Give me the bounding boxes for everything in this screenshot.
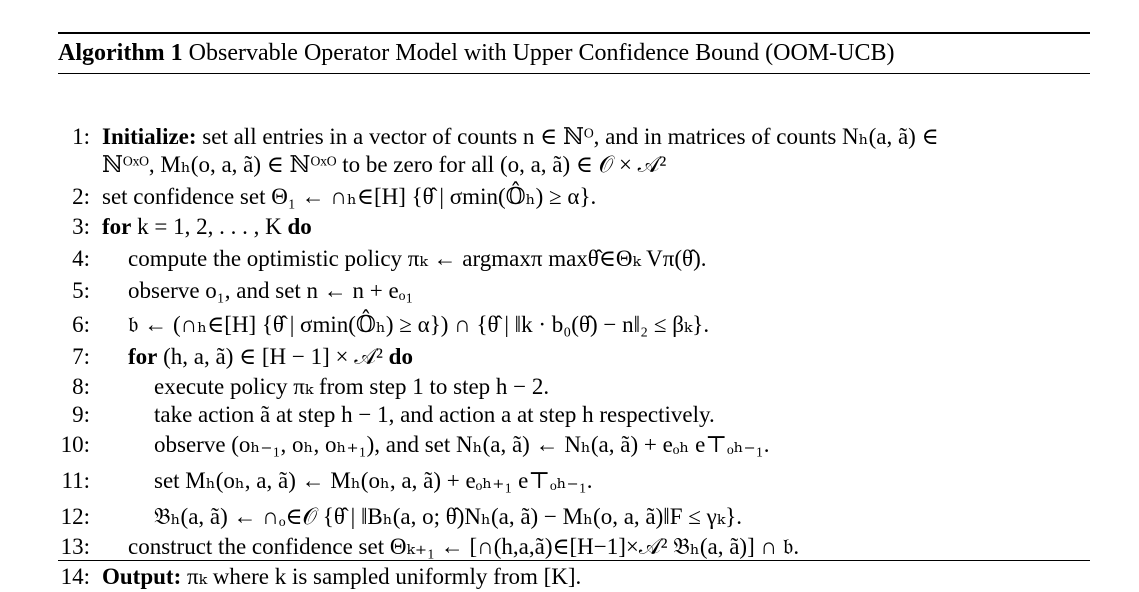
line-number: 6: <box>72 312 90 337</box>
line-text: Output: πₖ where k is sampled uniformly … <box>102 564 582 589</box>
line-text: 𝔅ₕ(a, ã) ← ∩ₒ∈𝒪 {θ̂ | ‖Bₕ(a, o; θ̂)Nₕ(a,… <box>154 504 743 529</box>
line-text: 𝔟 ← (∩ₕ∈[H] {θ̂ | σmin(𝕆̂ₕ) ≥ α}) ∩ {θ̂ … <box>128 312 710 337</box>
caption-rule <box>58 73 1090 74</box>
line-text: observe (oₕ₋₁, oₕ, oₕ₊₁), and set Nₕ(a, … <box>154 432 770 457</box>
line-number: 4: <box>72 246 90 271</box>
line-text: set confidence set Θ₁ ← ∩ₕ∈[H] {θ̂ | σmi… <box>102 184 597 209</box>
algorithm-body: 1: Initialize: set all entries in a vect… <box>58 74 1090 589</box>
line-number: 11: <box>61 468 90 493</box>
line-number: 5: <box>72 278 90 303</box>
line-number: 8: <box>72 374 90 399</box>
algorithm-block: Algorithm 1 Observable Operator Model wi… <box>58 32 1090 589</box>
line-text: construct the confidence set Θₖ₊₁ ← [∩(h… <box>128 534 800 559</box>
line-text: compute the optimistic policy πₖ ← argma… <box>128 246 707 271</box>
algorithm-caption: Algorithm 1 Observable Operator Model wi… <box>58 34 1090 73</box>
algorithm-title: Observable Operator Model with Upper Con… <box>188 40 895 66</box>
top-rule <box>58 32 1090 34</box>
line-text: observe o₁, and set n ← n + eₒ₁ <box>128 278 414 303</box>
line-text: set Mₕ(oₕ, a, ã) ← Mₕ(oₕ, a, ã) + eₒₕ₊₁ … <box>154 468 593 493</box>
line-text: for (h, a, ã) ∈ [H − 1] × 𝒜² do <box>128 344 413 369</box>
line-number: 1: <box>72 124 90 149</box>
line-number: 7: <box>72 344 90 369</box>
algorithm-label: Algorithm 1 <box>58 40 183 66</box>
bottom-rule <box>58 560 1090 561</box>
line-text: Initialize: set all entries in a vector … <box>102 124 939 149</box>
line-text: execute policy πₖ from step 1 to step h … <box>154 374 550 399</box>
line-text: ℕᴼˣᴼ, Mₕ(o, a, ã) ∈ ℕᴼˣᴼ to be zero for … <box>102 152 667 177</box>
line-number: 10: <box>60 432 90 457</box>
line-number: 14: <box>60 564 90 589</box>
line-number: 2: <box>72 184 90 209</box>
line-text: for k = 1, 2, . . . , K do <box>102 214 312 239</box>
line-number: 12: <box>60 504 90 529</box>
line-text: take action ã at step h − 1, and action … <box>154 402 715 427</box>
line-number: 13: <box>60 534 90 559</box>
line-number: 9: <box>72 402 90 427</box>
line-number: 3: <box>72 214 90 239</box>
